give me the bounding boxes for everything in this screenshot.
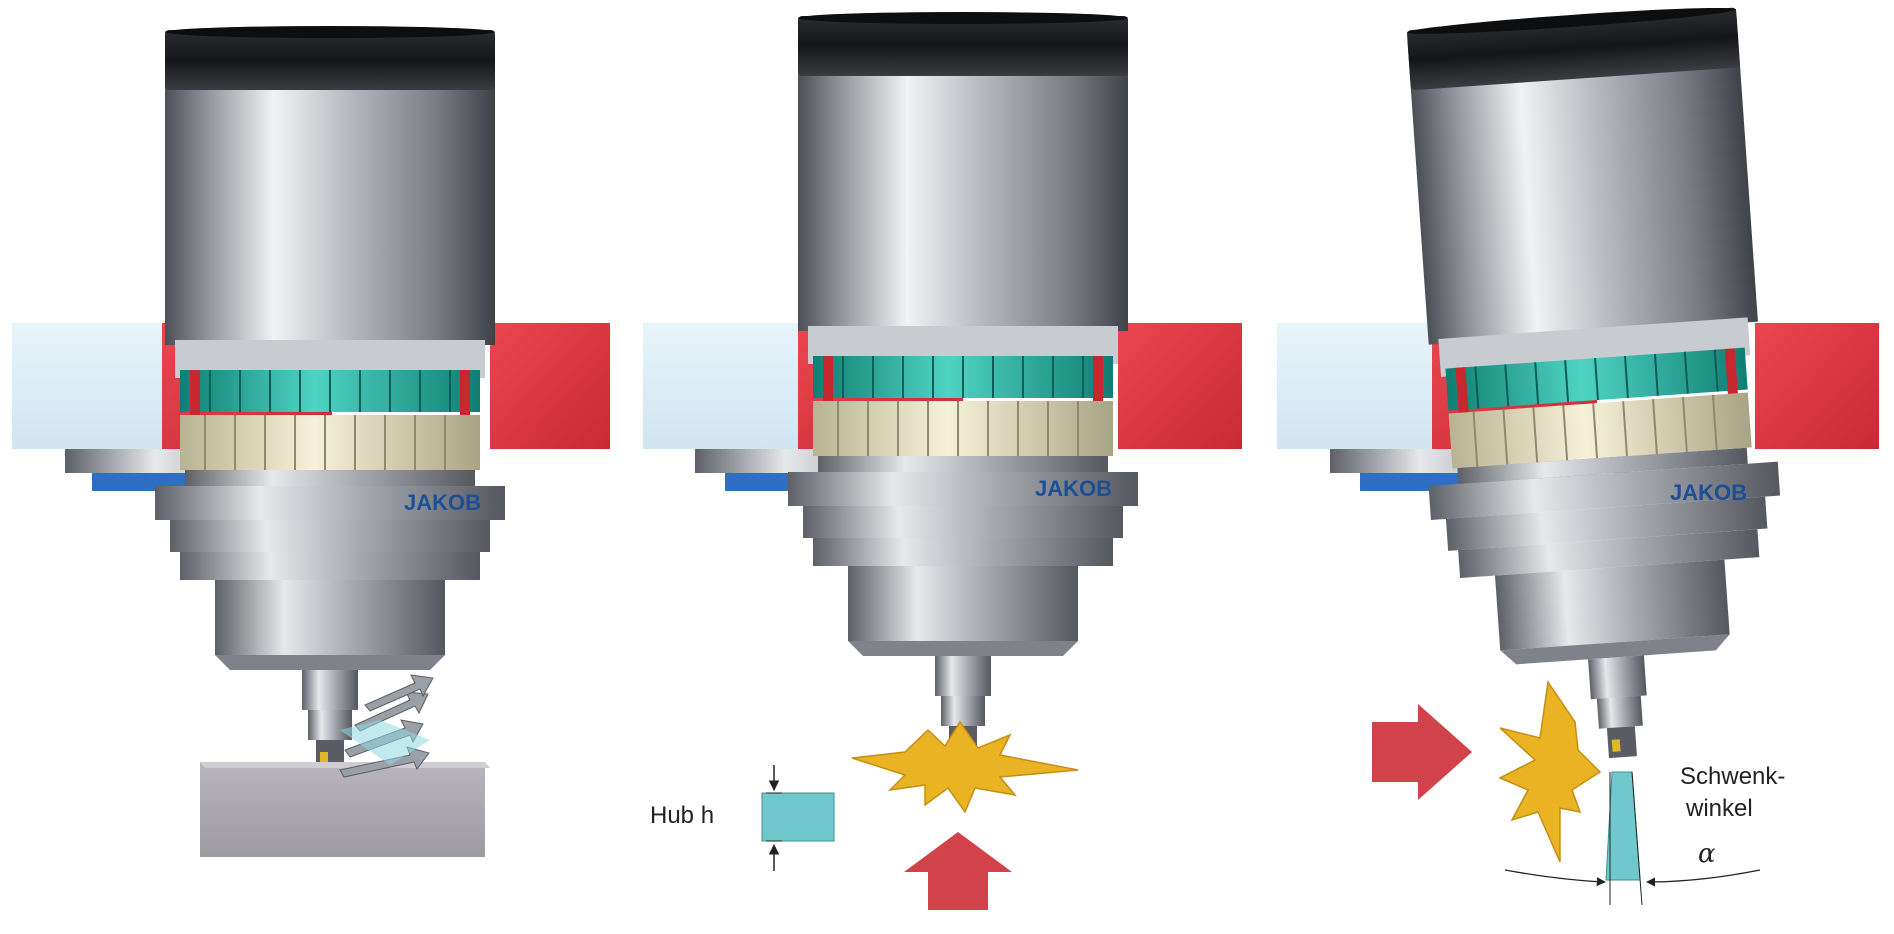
- stroke-indicator: [761, 792, 835, 842]
- stroke-label: Hub h: [650, 802, 714, 829]
- panel-lateral-collision: JAKOB Schwenk- winkel α: [1277, 1, 1879, 906]
- housing-red-right: [1755, 323, 1879, 449]
- chip-arrow-icon: [339, 674, 434, 778]
- swivel-label-line1: Schwenk-: [1680, 763, 1785, 790]
- mounting-plate-left: [643, 323, 798, 449]
- spindle-unit: [787, 11, 1139, 757]
- swivel-label-line2: winkel: [1685, 795, 1753, 822]
- collision-star-icon: [1498, 679, 1602, 863]
- dimension-arrow-icon: [1504, 869, 1606, 887]
- housing-red-right: [490, 323, 610, 449]
- swivel-indicator: [1605, 771, 1641, 881]
- spindle-unit: [154, 25, 506, 771]
- force-arrow-icon: [904, 832, 1012, 910]
- dimension-arrow-icon: [1646, 869, 1761, 887]
- force-arrow-icon: [1372, 704, 1472, 800]
- collision-star-icon: [851, 720, 1079, 814]
- workpiece-block: [200, 762, 485, 857]
- panel-normal-operation: JAKOB: [12, 25, 610, 857]
- housing-red-right: [1118, 323, 1242, 449]
- brand-logo: JAKOB: [1035, 476, 1112, 501]
- panel-axial-collision: JAKOB Hub h: [643, 11, 1242, 910]
- mounting-plate-left: [1277, 323, 1432, 449]
- mounting-plate-left: [12, 323, 162, 449]
- brand-logo: JAKOB: [404, 490, 481, 515]
- brand-logo: JAKOB: [1670, 480, 1747, 505]
- alpha-symbol: α: [1698, 839, 1716, 869]
- spindle-unit-tilted: [1395, 1, 1799, 771]
